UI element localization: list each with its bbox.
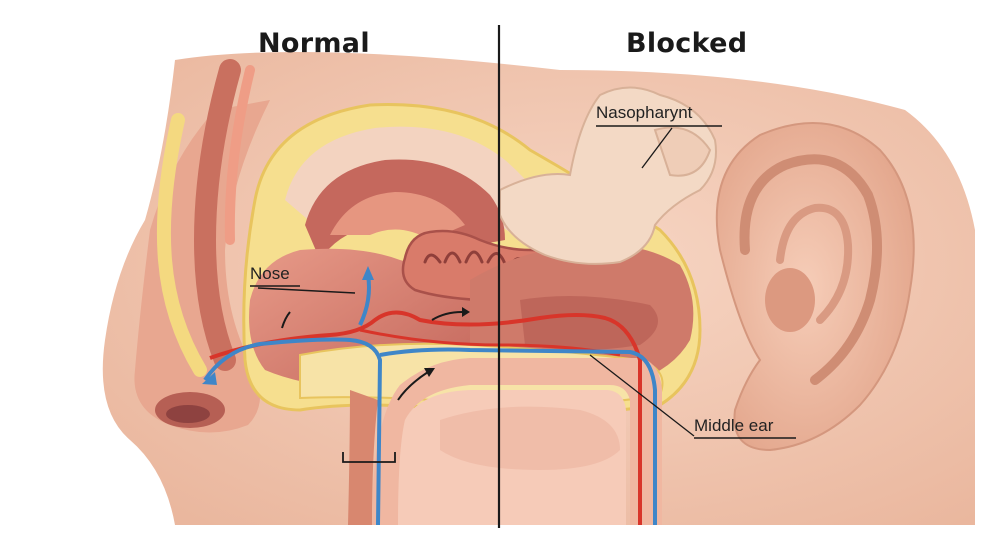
flow-arrow-2-head (424, 368, 435, 377)
tongue (440, 406, 620, 470)
ear-antihelix (776, 203, 853, 324)
ear-helix-inner (739, 154, 883, 385)
title-normal: Normal (258, 28, 370, 59)
nasal-bone-inner (224, 65, 255, 245)
pharynx-tube (372, 358, 662, 525)
airflow-blue-arrowhead-up (362, 266, 374, 280)
title-blocked: Blocked (626, 28, 748, 59)
label-nose: Nose (250, 264, 290, 283)
nose-leader-line (257, 287, 356, 294)
ear-concha (765, 268, 815, 332)
flow-arrow-2 (397, 371, 429, 401)
flow-arrow-1 (431, 311, 463, 321)
ear-outer (715, 122, 915, 452)
throat-bracket (342, 452, 396, 463)
cranial-tissue-light (330, 192, 465, 240)
airflow-red-upper (209, 310, 642, 525)
nasopharynx-leader (641, 127, 673, 169)
pharynx-wall-left (348, 390, 378, 525)
airflow-blue-path (203, 337, 383, 526)
label-nasopharynx: Nasopharynt (596, 103, 693, 122)
nasopharynx-lobe (653, 126, 712, 177)
airflow-blue-arrowhead-left (202, 372, 217, 385)
adenoid-texture (520, 296, 658, 350)
nose-yellow-layer (156, 113, 207, 377)
flow-arrow-3 (281, 311, 291, 329)
flow-arrow-1-head (462, 307, 470, 317)
nasal-bone-strip (193, 59, 241, 371)
middle-ear-leader (589, 354, 695, 437)
label-middle-ear: Middle ear (694, 416, 774, 435)
nostril-inner (166, 405, 210, 423)
airflow-blue-long (379, 347, 657, 525)
